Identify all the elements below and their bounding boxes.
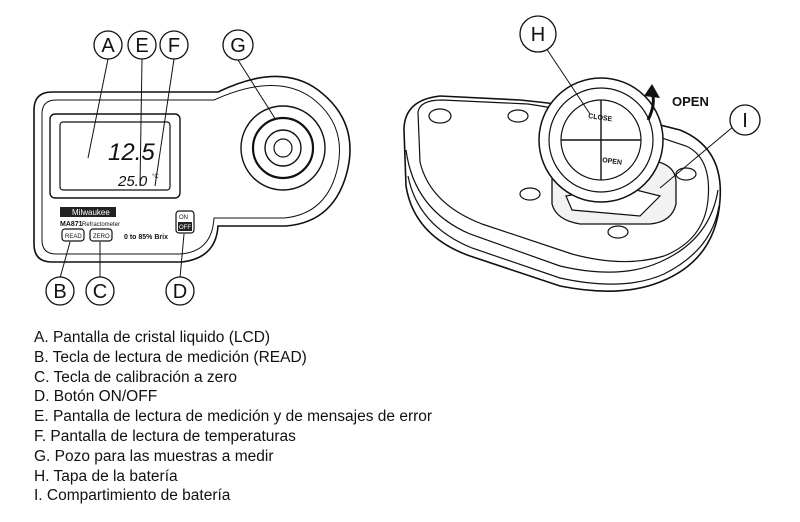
cap-open-label: OPEN <box>602 157 623 167</box>
callout-d: D <box>173 281 187 303</box>
read-key-label: READ <box>65 234 82 240</box>
left-leader-lines <box>59 58 277 279</box>
sample-well-prism <box>273 138 293 158</box>
callout-e: E <box>135 35 148 57</box>
range-label: 0 to 85% Brix <box>124 234 168 241</box>
legend-item-g: G. Pozo para las muestras a medir <box>34 447 274 465</box>
front-view <box>33 75 351 263</box>
callout-b: B <box>53 281 66 303</box>
right-leader-lines <box>545 47 735 189</box>
parts-legend: A. Pantalla de cristal liquido (LCD) B. … <box>34 328 432 506</box>
legend-item-h: H. Tapa de la batería <box>34 467 178 485</box>
lcd-temperature: 25.0 <box>117 173 148 190</box>
zero-key-label: ZERO <box>93 234 110 240</box>
legend-item-e: E. Pantalla de lectura de medición y de … <box>34 408 433 426</box>
brand-logo: Milwaukee <box>72 208 110 217</box>
rear-view <box>403 77 722 292</box>
callout-g: G <box>230 35 246 57</box>
legend-item-b: B. Tecla de lectura de medición (READ) <box>34 348 307 366</box>
legend-item-c: C. Tecla de calibración a zero <box>34 368 238 386</box>
sample-well-ring <box>251 116 315 180</box>
lcd-reading: 12.5 <box>108 139 155 166</box>
zero-key <box>89 228 113 242</box>
rear-body-lower-edge <box>407 175 720 285</box>
lcd-temp-unit: °C <box>152 174 159 180</box>
callout-c: C <box>93 281 107 303</box>
right-callouts <box>519 15 761 136</box>
model-suffix: Refractometer <box>82 222 120 228</box>
lcd-screen <box>59 121 171 191</box>
callout-a: A <box>101 35 115 57</box>
battery-cap-ring <box>548 87 654 193</box>
rear-body-side <box>405 149 719 273</box>
callout-i: I <box>742 110 748 132</box>
read-key <box>61 228 85 242</box>
legend-item-f: F. Pantalla de lectura de temperaturas <box>34 427 296 445</box>
device-body-inner-edge <box>41 85 341 255</box>
left-callouts <box>45 29 254 306</box>
legend-item-a: A. Pantalla de cristal liquido (LCD) <box>34 329 271 346</box>
cap-close-label: CLOSE <box>588 113 613 123</box>
callout-h: H <box>531 24 545 46</box>
open-direction-label: OPEN <box>672 94 709 109</box>
sample-well-inner <box>264 129 302 167</box>
legend-item-i: I. Compartimiento de batería <box>34 487 231 505</box>
refractometer-diagram: 12.5 25.0 °C Milwaukee MA871 Refractomet… <box>33 15 761 306</box>
off-key-label: OFF <box>179 225 191 231</box>
legend-item-d: D. Botón ON/OFF <box>34 388 158 406</box>
model-number: MA871 <box>60 221 83 228</box>
on-key-label: ON <box>179 215 188 221</box>
callout-f: F <box>168 35 180 57</box>
rear-top-plate <box>417 99 710 263</box>
brand-badge <box>60 207 116 217</box>
